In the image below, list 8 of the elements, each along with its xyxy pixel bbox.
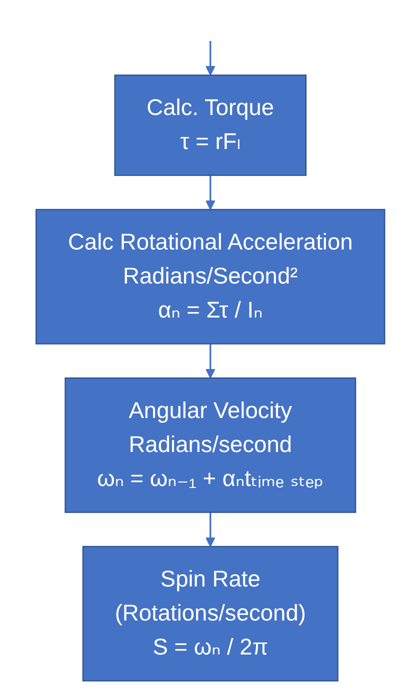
node-box: Calc. Torque τ = rFₗ <box>114 74 306 176</box>
arrow <box>205 41 215 76</box>
node-box: Spin Rate (Rotations/second) S = ωₙ / 2π <box>82 546 338 682</box>
arrow <box>205 512 215 547</box>
arrow <box>205 175 215 210</box>
node-box: Angular Velocity Radians/second ωₙ = ωₙ₋₁ + αₙtₜᵢₘₑ ₛₜₑₚ <box>64 377 356 513</box>
arrow <box>205 344 215 378</box>
node-box: Calc Rotational Acceleration Radians/Second² αₙ = Στ / Iₙ <box>35 208 385 344</box>
